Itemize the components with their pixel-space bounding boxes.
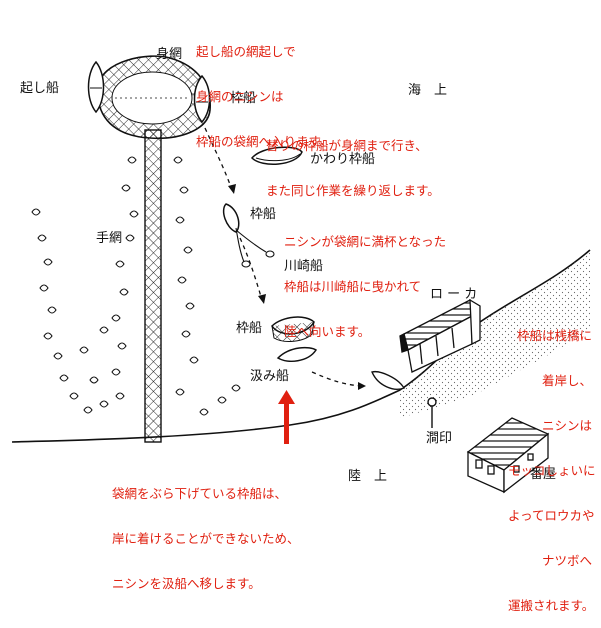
kumibune-boat — [276, 346, 318, 363]
note-full: ニシンが袋網に満杯となった 枠船は川崎船に曳かれて 陸へ向います。 — [284, 204, 446, 354]
note-top-line-2: 身網のニシンは — [196, 89, 284, 104]
label-sadojirushi: 澗印 — [426, 431, 453, 446]
note-replace: 替りの枠船が身網まで行き、 また同じ作業を繰り返します。 — [266, 108, 440, 213]
wakubune-mid-boat — [222, 203, 240, 233]
label-kumibune: 汲み船 — [250, 369, 290, 384]
note-replace-line-1: 替りの枠船が身網まで行き、 — [266, 138, 428, 153]
kawasakisen-tow — [235, 227, 267, 263]
tow-float-1 — [241, 260, 251, 268]
label-roka: ロ ー カ — [430, 287, 478, 302]
label-banya: 番屋 — [530, 467, 557, 482]
note-full-line-3: 陸へ向います。 — [284, 324, 371, 339]
note-bottom: 袋網をぶら下げている枠船は、 岸に着けることができないため、 ニシンを汲船へ移し… — [112, 456, 300, 606]
note-bottom-line-3: ニシンを汲船へ移します。 — [112, 576, 261, 591]
label-wakubune-low: 枠船 — [236, 321, 263, 336]
wakubune-top-boat — [193, 74, 211, 124]
note-full-line-2: 枠船は川崎船に曳かれて — [284, 279, 422, 294]
route-arrowhead-2 — [258, 294, 266, 304]
route-arrowhead-1 — [228, 184, 236, 194]
label-okoshibune: 起し船 — [20, 81, 60, 96]
kawari-wakubune-hull — [255, 153, 301, 162]
note-full-line-1: ニシンが袋網に満杯となった — [284, 234, 447, 249]
okoshibune-boat — [87, 60, 105, 114]
red-arrow — [278, 390, 295, 444]
sado-marker — [427, 397, 437, 428]
note-pier-line-5: よってロウカや — [508, 508, 595, 523]
note-pier-line-4: モッコしょいに — [508, 463, 596, 478]
label-wakubune-mid: 枠船 — [250, 207, 277, 222]
label-kaijo: 海 上 — [408, 83, 448, 98]
tow-float-2 — [265, 250, 275, 258]
note-pier-line-7: 運搬されます。 — [508, 598, 595, 613]
label-mi-ami: 身網 — [156, 47, 183, 62]
note-pier-line-1: 枠船は桟橋に — [516, 328, 592, 343]
fish-school-right — [173, 156, 241, 416]
banya-building — [466, 417, 550, 494]
pier-boat — [371, 371, 406, 390]
herring-fishing-diagram — [11, 55, 591, 494]
note-replace-line-2: また同じ作業を繰り返します。 — [266, 183, 440, 198]
label-kawari-wakubune: かわり枠船 — [310, 152, 376, 167]
note-top-line-3: 枠船の袋網へ入ります。 — [196, 134, 333, 149]
route-arrowhead-3 — [358, 382, 366, 390]
note-bottom-line-1: 袋網をぶら下げている枠船は、 — [112, 486, 288, 501]
wakubune-low-net — [271, 321, 315, 342]
note-pier-line-2: 着岸し、 — [541, 373, 592, 388]
roka-building — [399, 298, 481, 373]
label-kawasakisen: 川崎船 — [284, 259, 324, 274]
route-dashed — [204, 127, 363, 387]
note-pier: 枠船は桟橋に 着岸し、 ニシンは モッコしょいに よってロウカや ナツボへ 運搬… — [508, 298, 596, 628]
note-pier-line-3: ニシンは — [541, 418, 592, 433]
leader-net — [144, 129, 162, 443]
note-top: 起し船の網起しで 身網のニシンは 枠船の袋網へ入ります。 — [196, 14, 332, 164]
note-pier-line-6: ナツボへ — [541, 553, 592, 568]
fish-school-left — [31, 156, 139, 414]
note-bottom-line-2: 岸に着けることができないため、 — [112, 531, 300, 546]
shore-stipple — [400, 250, 590, 418]
label-wakubune-top: 枠船 — [230, 91, 257, 106]
label-rikujo: 陸 上 — [348, 469, 388, 484]
note-top-line-1: 起し船の網起しで — [196, 44, 296, 59]
label-te-ami: 手網 — [96, 231, 123, 246]
